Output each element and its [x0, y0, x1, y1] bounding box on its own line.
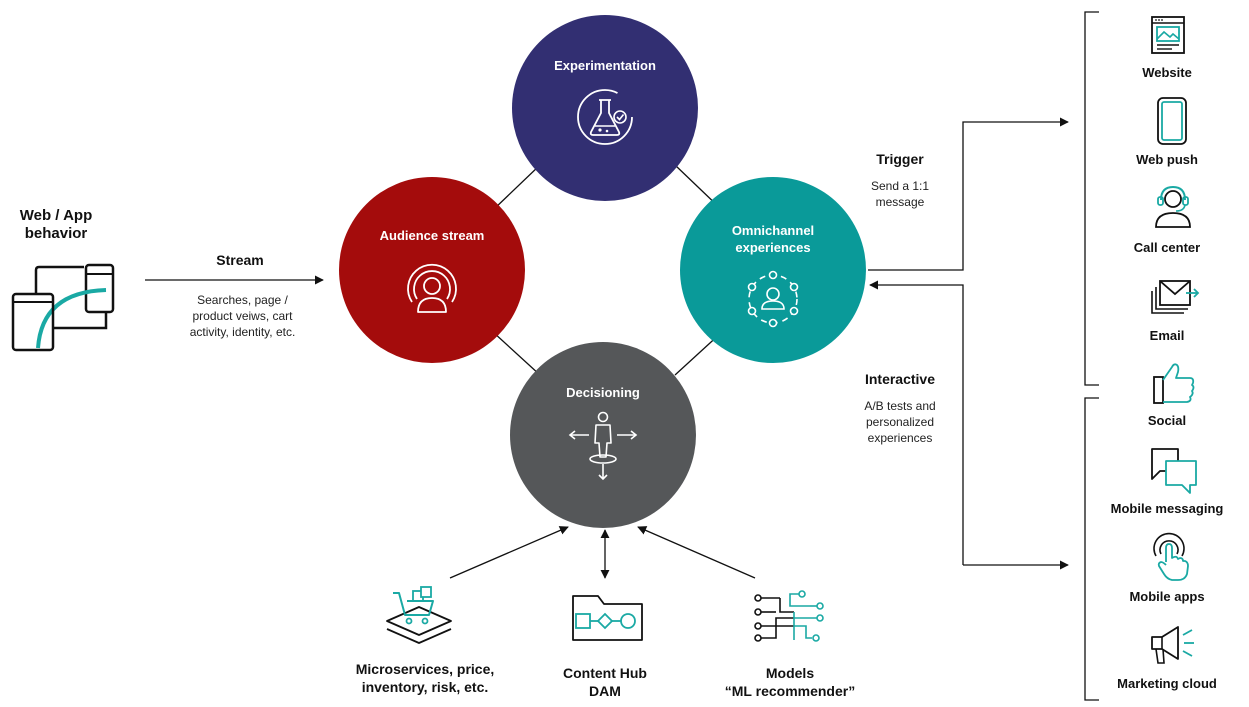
audience-label: Audience stream [379, 228, 485, 243]
channel-label-email: Email [1149, 328, 1185, 343]
bracket-top [1084, 11, 1099, 386]
chat-bubbles-icon [1151, 448, 1197, 494]
stream-label: Stream [216, 252, 264, 268]
node-omnichannel: Omnichannel experiences [680, 177, 866, 363]
circuit-icon [754, 590, 824, 642]
megaphone-icon [1151, 626, 1194, 664]
input-arrow-left [449, 526, 569, 579]
interactive-description: A/B tests and personalized experiences [864, 399, 936, 445]
omnichannel-label: Omnichannel experiences [731, 223, 815, 255]
person-network-icon [747, 270, 799, 328]
browser-window-icon [1151, 16, 1185, 54]
devices-icon [11, 263, 115, 352]
edge-audience-dec [492, 331, 541, 376]
trigger-label: Trigger [876, 151, 924, 167]
bracket-bottom [1084, 397, 1099, 701]
flask-check-icon [577, 89, 633, 145]
interactive-arrow-in [869, 280, 964, 565]
tap-finger-icon [1153, 532, 1189, 581]
channel-label-mobile-messaging: Mobile messaging [1110, 501, 1224, 516]
node-audience-stream: Audience stream [339, 177, 525, 363]
trigger-description: Send a 1:1 message [870, 179, 930, 209]
channel-label-social: Social [1147, 413, 1187, 428]
experimentation-label: Experimentation [554, 58, 656, 73]
input-label-content-hub: Content Hub DAM [563, 665, 647, 699]
folder-flow-icon [572, 595, 643, 641]
envelope-icon [1151, 280, 1200, 314]
node-experimentation: Experimentation [512, 15, 698, 201]
channel-label-web-push: Web push [1136, 152, 1198, 167]
input-arrow-right [637, 526, 756, 579]
input-label-models: Models “ML recommender” [724, 665, 856, 699]
person-signal-icon [407, 263, 457, 313]
channel-label-website: Website [1142, 65, 1192, 80]
smartphone-icon [1157, 97, 1187, 145]
source-title: Web / App behavior [19, 207, 93, 242]
person-arrows-icon [568, 411, 638, 481]
cart-layers-icon [386, 586, 452, 644]
headset-icon [1155, 185, 1191, 228]
input-label-microservices: Microservices, price, inventory, risk, e… [355, 661, 495, 695]
interactive-label: Interactive [864, 371, 936, 387]
stream-description: Searches, page / product veiws, cart act… [189, 293, 296, 339]
decisioning-label: Decisioning [566, 385, 640, 400]
channel-label-mobile-apps: Mobile apps [1129, 589, 1205, 604]
node-decisioning: Decisioning [510, 342, 696, 528]
trigger-arrow [868, 117, 1069, 271]
channel-label-call-center: Call center [1133, 240, 1201, 255]
channel-label-marketing-cloud: Marketing cloud [1117, 676, 1217, 691]
thumbs-up-icon [1153, 363, 1195, 404]
edge-exp-audience [492, 164, 541, 211]
